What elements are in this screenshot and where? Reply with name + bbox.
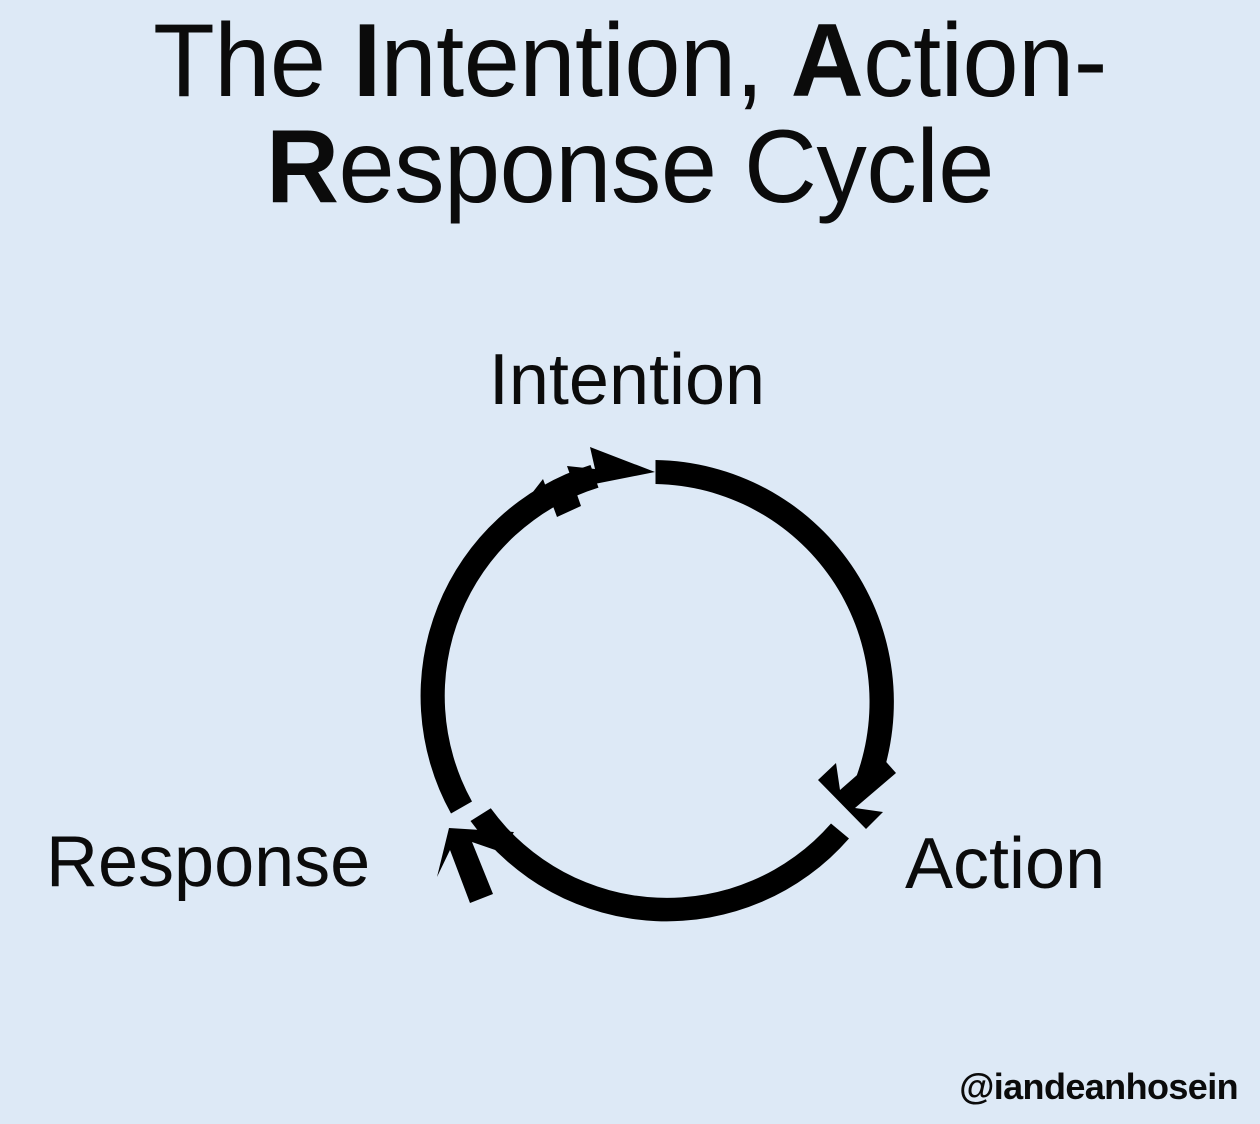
title-highlight-i: I <box>353 3 381 119</box>
arrowhead-to-action <box>818 755 896 829</box>
arc-intention-to-action <box>655 460 894 786</box>
title-highlight-r: R <box>266 109 339 226</box>
title-text-ntention: ntention, <box>380 3 791 119</box>
title-text-esponse-cycle: esponse Cycle <box>338 109 994 226</box>
title-line-1: The Intention, Action- <box>19 8 1241 114</box>
title-highlight-a: A <box>790 3 864 119</box>
stage-label-intention: Intention <box>488 340 766 420</box>
arc-response-to-intention <box>420 465 599 814</box>
stage-label-action: Action <box>905 824 1106 904</box>
title-text-the: The <box>153 3 354 119</box>
arc-action-to-response <box>470 808 849 922</box>
page-title: The Intention, Action- Response Cycle <box>19 8 1241 220</box>
arrowhead-to-response <box>437 828 514 903</box>
stage-label-response: Response <box>46 822 371 902</box>
title-line-2: Response Cycle <box>19 114 1241 220</box>
watermark-handle: @iandeanhosein <box>959 1066 1238 1107</box>
arrowhead-to-intention <box>529 447 655 517</box>
title-text-ction: ction- <box>863 3 1107 119</box>
